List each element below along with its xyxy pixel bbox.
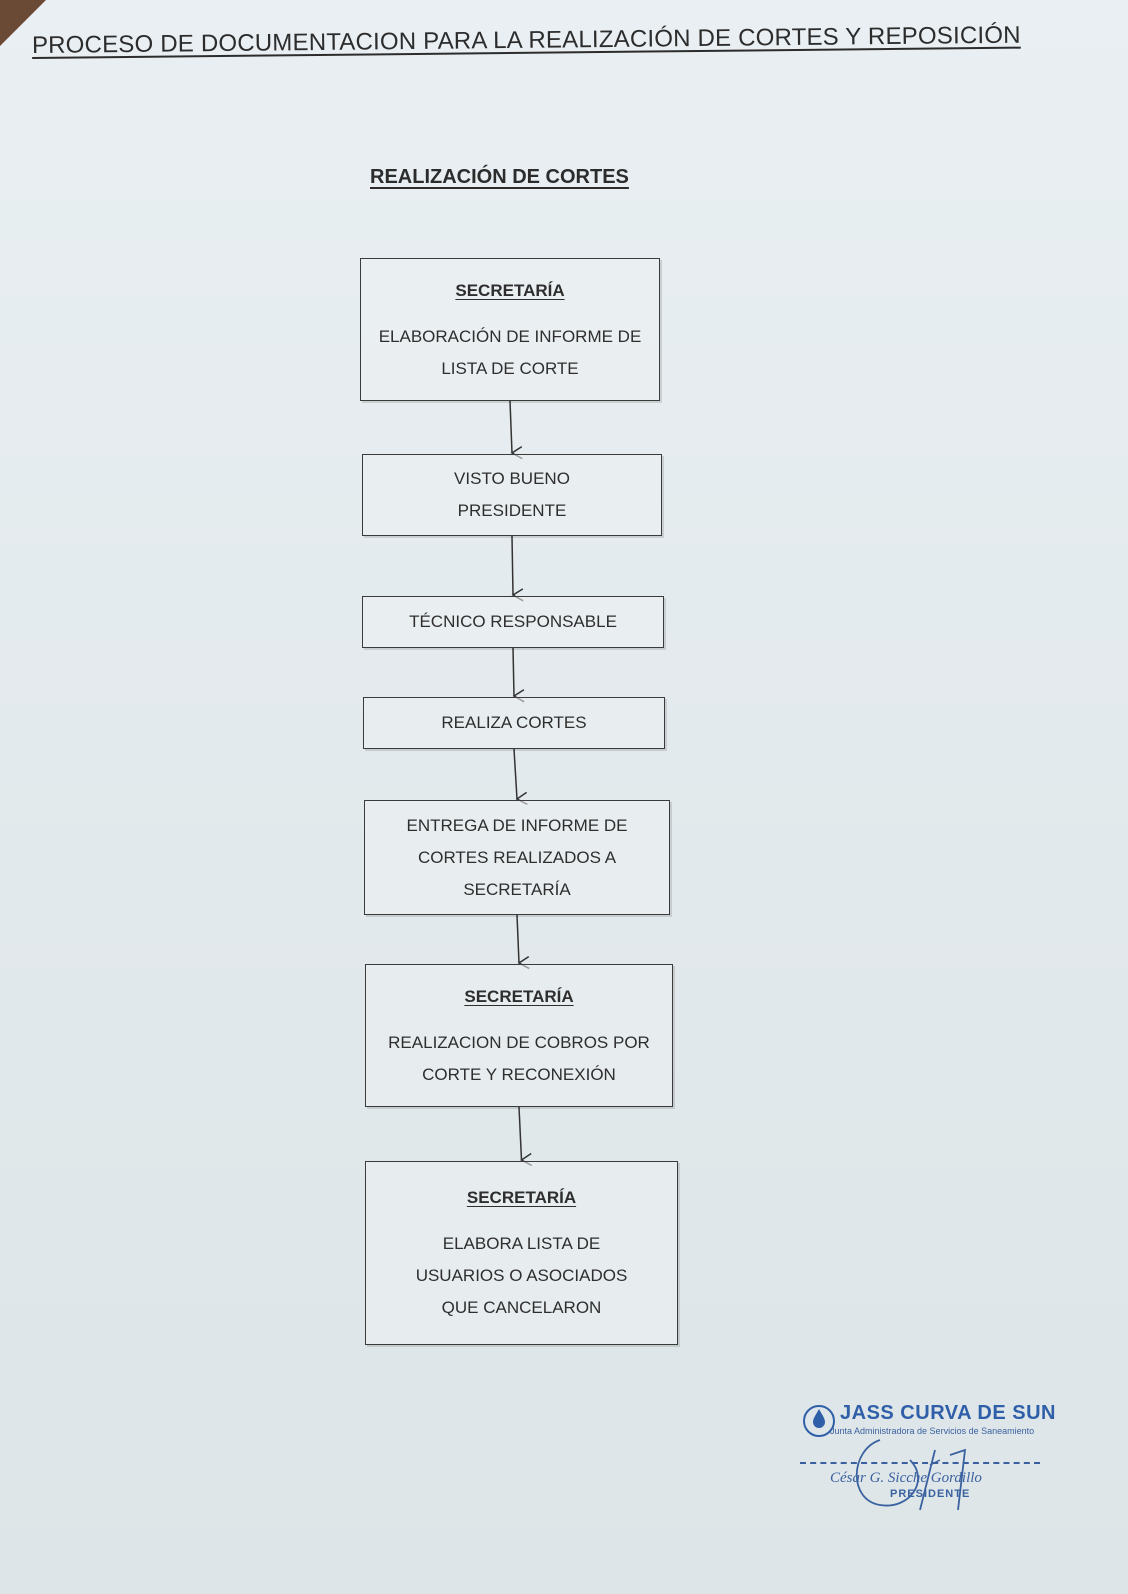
flow-arrow <box>513 748 528 806</box>
flow-node-visto-bueno: VISTO BUENO PRESIDENTE <box>362 454 662 536</box>
section-title: REALIZACIÓN DE CORTES <box>370 166 629 188</box>
flow-arrow <box>516 914 530 970</box>
presidency-stamp: JASS CURVA DE SUN Junta Administradora d… <box>800 1400 1060 1530</box>
flow-arrow <box>518 1106 533 1167</box>
node-text: VISTO BUENO PRESIDENTE <box>454 469 570 520</box>
flow-node-realizacion-cobros: SECRETARÍA REALIZACION DE COBROS POR COR… <box>365 964 673 1107</box>
flow-arrow <box>509 400 523 460</box>
page-corner-fold <box>0 0 46 46</box>
flow-arrow <box>511 535 524 602</box>
stamp-organization: JASS CURVA DE SUN <box>840 1402 1056 1424</box>
flow-node-entrega-informe: ENTREGA DE INFORME DE CORTES REALIZADOS … <box>364 800 670 915</box>
node-text: ELABORACIÓN DE INFORME DE LISTA DE CORTE <box>378 326 642 378</box>
node-text: ENTREGA DE INFORME DE CORTES REALIZADOS … <box>406 815 628 899</box>
flow-node-realiza-cortes: REALIZA CORTES <box>363 697 665 749</box>
node-text: REALIZA CORTES <box>441 713 587 732</box>
signature-line <box>800 1462 1040 1464</box>
stamp-subtitle: Junta Administradora de Servicios de San… <box>830 1426 1035 1436</box>
signer-name: César G. Sicche Gordillo <box>830 1470 982 1486</box>
node-role-heading: SECRETARÍA <box>464 986 574 1006</box>
node-role-heading: SECRETARÍA <box>455 280 565 300</box>
node-text: TÉCNICO RESPONSABLE <box>409 612 617 631</box>
flow-node-elabora-lista: SECRETARÍA ELABORA LISTA DE USUARIOS O A… <box>365 1161 678 1345</box>
node-text: REALIZACION DE COBROS POR CORTE Y RECONE… <box>388 1032 650 1084</box>
node-role-heading: SECRETARÍA <box>466 1188 577 1207</box>
flow-node-tecnico-responsable: TÉCNICO RESPONSABLE <box>362 596 664 648</box>
signer-role: PRESIDENTE <box>890 1488 971 1500</box>
flow-arrow <box>512 647 525 703</box>
flow-node-elaboracion-informe: SECRETARÍA ELABORACIÓN DE INFORME DE LIS… <box>360 258 660 401</box>
node-text: ELABORA LISTA DE USUARIOS O ASOCIADOS QU… <box>415 1234 628 1317</box>
water-drop-icon <box>803 1405 835 1437</box>
